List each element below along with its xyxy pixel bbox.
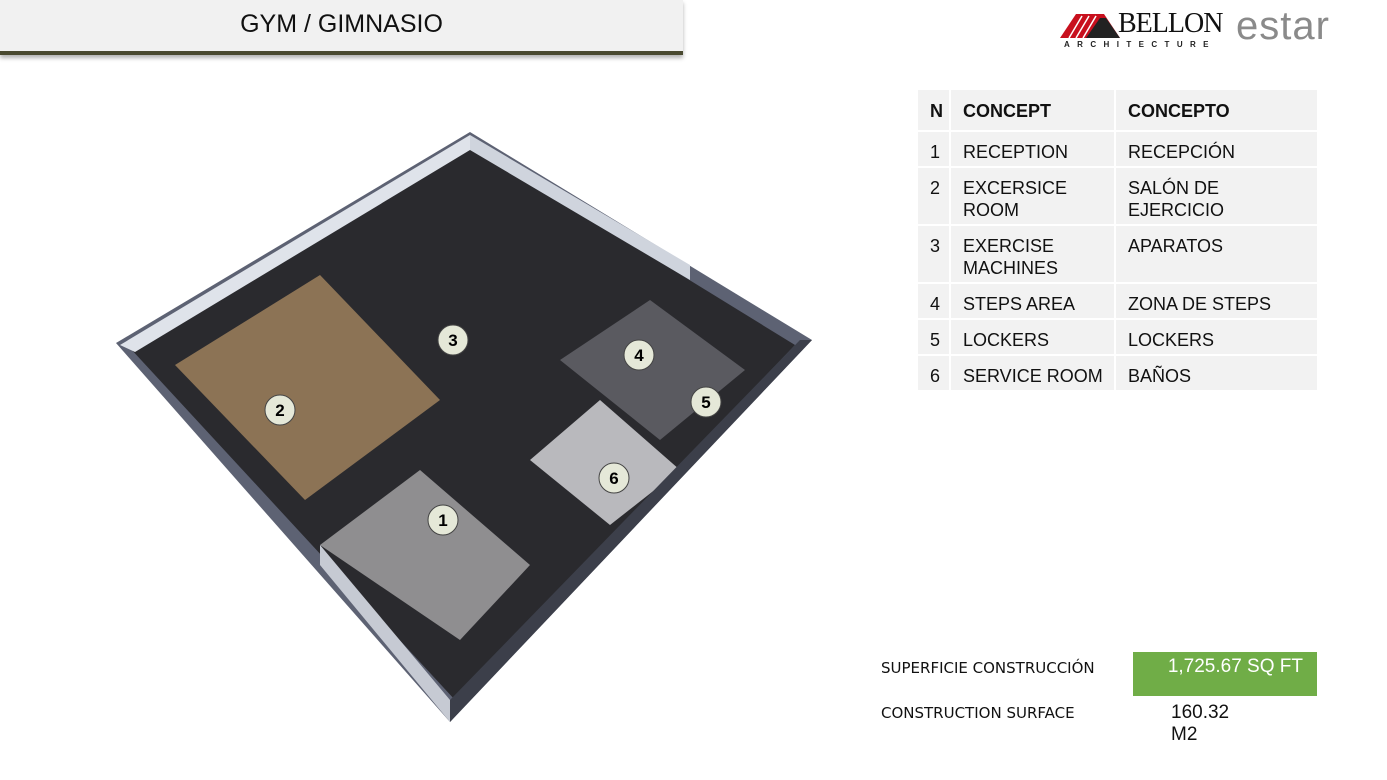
title-bar: GYM / GIMNASIO (0, 0, 683, 55)
cell-concept: SERVICE ROOM (951, 356, 1114, 390)
marker-6[interactable]: 6 (598, 462, 630, 494)
cell-concepto: BAÑOS (1116, 356, 1317, 390)
marker-1[interactable]: 1 (427, 504, 459, 536)
brand-sub: ARCHITECTURE (1064, 40, 1216, 49)
header-concepto: CONCEPTO (1116, 90, 1317, 130)
cell-concepto: ZONA DE STEPS (1116, 284, 1317, 318)
cell-concept: LOCKERS (951, 320, 1114, 354)
cell-concept: RECEPTION (951, 132, 1114, 166)
marker-4[interactable]: 4 (623, 339, 655, 371)
brand-name: BELLON (1118, 8, 1223, 39)
reception-floor (320, 470, 530, 640)
area-label-es: SUPERFICIE CONSTRUCCIÓN (881, 659, 1095, 677)
cell-n: 4 (918, 284, 949, 318)
floor-plan-render: 1 2 3 4 5 6 (116, 132, 812, 722)
cell-concept: EXERCISE MACHINES (951, 226, 1114, 282)
area-label-en: CONSTRUCTION SURFACE (881, 704, 1075, 722)
area-m2: 160.32 M2 (1171, 702, 1230, 745)
cell-n: 3 (918, 226, 949, 282)
cell-concept: EXCERSICE ROOM (951, 168, 1114, 224)
cell-concepto: RECEPCIÓN (1116, 132, 1317, 166)
cell-n: 2 (918, 168, 949, 224)
svg-text:1: 1 (438, 511, 447, 530)
svg-text:5: 5 (701, 393, 710, 412)
logo: BELLON ARCHITECTURE estar (1060, 6, 1386, 52)
marker-2[interactable]: 2 (264, 394, 296, 426)
cell-concepto: SALÓN DE EJERCICIO (1116, 168, 1317, 224)
marker-3[interactable]: 3 (437, 324, 469, 356)
cell-concept: STEPS AREA (951, 284, 1114, 318)
roof-logo-icon (1060, 14, 1120, 39)
page-title: GYM / GIMNASIO (240, 10, 443, 38)
table-header: N CONCEPT CONCEPTO (918, 90, 1317, 130)
header-concept: CONCEPT (951, 90, 1114, 130)
svg-text:2: 2 (275, 401, 284, 420)
room-markers: 1 2 3 4 5 6 (264, 324, 722, 536)
cell-n: 6 (918, 356, 949, 390)
cell-concepto: LOCKERS (1116, 320, 1317, 354)
area-sqft: 1,725.67 SQ FT (1133, 652, 1317, 696)
svg-text:4: 4 (634, 346, 644, 365)
marker-5[interactable]: 5 (690, 386, 722, 418)
svg-text:6: 6 (609, 469, 618, 488)
partner-name: estar (1236, 4, 1330, 48)
cell-concepto: APARATOS (1116, 226, 1317, 282)
service-room-floor (530, 400, 680, 525)
cell-n: 1 (918, 132, 949, 166)
header-n: N (918, 90, 949, 130)
cell-n: 5 (918, 320, 949, 354)
exercise-room-floor (175, 275, 440, 500)
svg-text:3: 3 (448, 331, 457, 350)
